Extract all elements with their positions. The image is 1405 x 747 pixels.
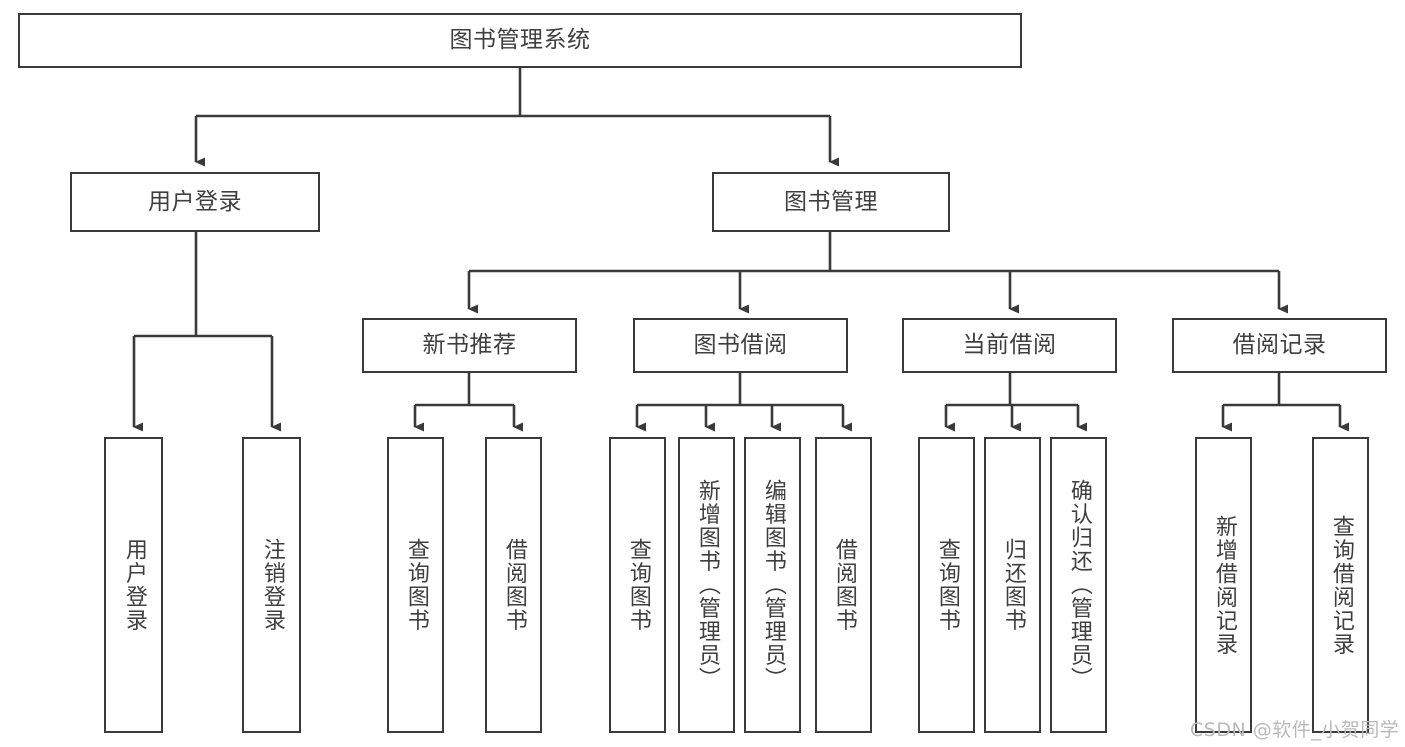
node-leaf-query-borrow-record-label: 查询借阅记录 [1328,514,1354,656]
node-leaf-query-book-2-label: 查询图书 [625,538,651,632]
node-leaf-confirm-return-admin[interactable]: 确认归还（管理员） [1050,437,1107,733]
node-leaf-edit-book-admin-label: 编辑图书（管理员） [760,479,786,691]
node-leaf-borrow-book-2-label: 借阅图书 [831,538,857,632]
node-leaf-borrow-book-1[interactable]: 借阅图书 [485,437,542,733]
node-leaf-add-borrow-record[interactable]: 新增借阅记录 [1195,437,1252,733]
node-leaf-user-login-label: 用户登录 [121,538,147,632]
node-current-borrow[interactable]: 当前借阅 [902,318,1117,373]
node-leaf-query-book-3[interactable]: 查询图书 [918,437,975,733]
node-book-management[interactable]: 图书管理 [712,172,950,232]
node-current-borrow-label: 当前借阅 [962,332,1057,359]
node-leaf-query-book-2[interactable]: 查询图书 [609,437,666,733]
node-book-borrow[interactable]: 图书借阅 [633,318,848,373]
node-leaf-edit-book-admin[interactable]: 编辑图书（管理员） [744,437,801,733]
node-borrow-record-label: 借阅记录 [1232,332,1327,359]
node-leaf-return-book[interactable]: 归还图书 [984,437,1041,733]
node-leaf-query-book-1-label: 查询图书 [403,538,429,632]
node-leaf-logout-login[interactable]: 注销登录 [242,437,301,733]
node-user-login[interactable]: 用户登录 [70,172,320,232]
node-leaf-add-book-admin-label: 新增图书（管理员） [694,479,720,691]
node-leaf-query-borrow-record[interactable]: 查询借阅记录 [1312,437,1369,733]
node-leaf-query-book-3-label: 查询图书 [934,538,960,632]
node-leaf-return-book-label: 归还图书 [1000,538,1026,632]
node-root[interactable]: 图书管理系统 [18,13,1022,68]
node-new-book-recommend-label: 新书推荐 [422,332,517,359]
watermark-text: CSDN @软件_小贺同学 [1190,719,1400,741]
node-leaf-query-book-1[interactable]: 查询图书 [387,437,444,733]
node-new-book-recommend[interactable]: 新书推荐 [362,318,577,373]
node-user-login-label: 用户登录 [148,188,242,215]
node-leaf-user-login[interactable]: 用户登录 [104,437,163,733]
node-leaf-add-book-admin[interactable]: 新增图书（管理员） [678,437,735,733]
node-borrow-record[interactable]: 借阅记录 [1172,318,1387,373]
node-book-borrow-label: 图书借阅 [693,332,788,359]
node-book-management-label: 图书管理 [784,188,878,215]
node-leaf-add-borrow-record-label: 新增借阅记录 [1211,514,1237,656]
node-leaf-borrow-book-1-label: 借阅图书 [501,538,527,632]
node-leaf-logout-login-label: 注销登录 [259,538,285,632]
node-root-label: 图书管理系统 [449,27,591,54]
node-leaf-borrow-book-2[interactable]: 借阅图书 [815,437,872,733]
node-leaf-confirm-return-admin-label: 确认归还（管理员） [1066,479,1092,691]
